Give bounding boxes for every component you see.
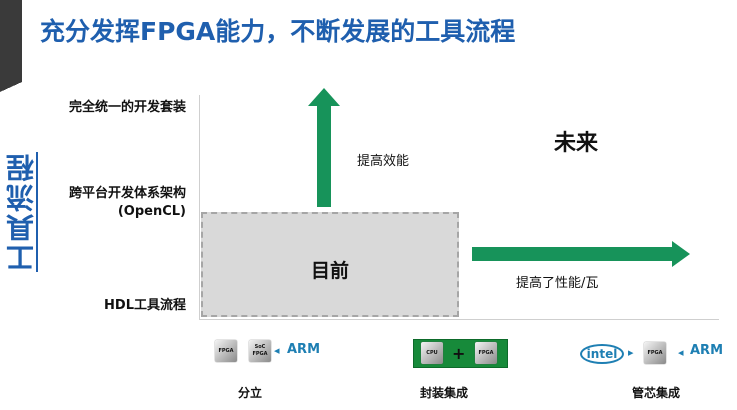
page-title: 充分发挥FPGA能力，不断发展的工具流程 xyxy=(40,17,516,46)
right-arrow xyxy=(472,241,690,267)
fpga-chip-icon: FPGA xyxy=(475,342,497,364)
fpga-chip-icon: FPGA xyxy=(215,340,237,362)
up-arrow-note: 提高效能 xyxy=(357,154,410,169)
fpga-chip-icon: FPGA xyxy=(644,342,666,364)
package-integration-label: 封装集成 xyxy=(420,386,469,400)
arm-logo: ARM xyxy=(690,343,724,358)
x-axis-line xyxy=(199,319,719,320)
y-axis-line xyxy=(199,95,200,320)
y-level-unified-suite: 完全统一的开发套装 xyxy=(68,100,186,115)
title-accent-bar xyxy=(0,0,22,92)
future-label: 未来 xyxy=(554,131,599,156)
right-arrow-note: 提高了性能/瓦 xyxy=(516,276,599,291)
y-level-hdl: HDL工具流程 xyxy=(104,298,186,313)
current-label: 目前 xyxy=(310,260,349,282)
intel-logo: intel xyxy=(580,344,624,364)
current-region: 目前 xyxy=(201,212,459,317)
soc-fpga-chip-icon: SoC FPGA xyxy=(249,340,271,362)
arrow-right-icon: ▸ xyxy=(628,346,634,359)
cpu-chip-icon: CPU xyxy=(421,342,443,364)
die-integration-label: 管芯集成 xyxy=(632,386,681,400)
up-arrow xyxy=(308,88,340,207)
arrow-left-icon: ◂ xyxy=(678,346,684,359)
arrow-left-icon: ◂ xyxy=(274,344,280,357)
plus-icon: + xyxy=(452,344,466,363)
arm-logo: ARM xyxy=(287,342,321,357)
discrete-label: 分立 xyxy=(238,386,263,400)
y-level-opencl: 跨平台开发体系架构 (OpenCL) xyxy=(68,186,186,219)
